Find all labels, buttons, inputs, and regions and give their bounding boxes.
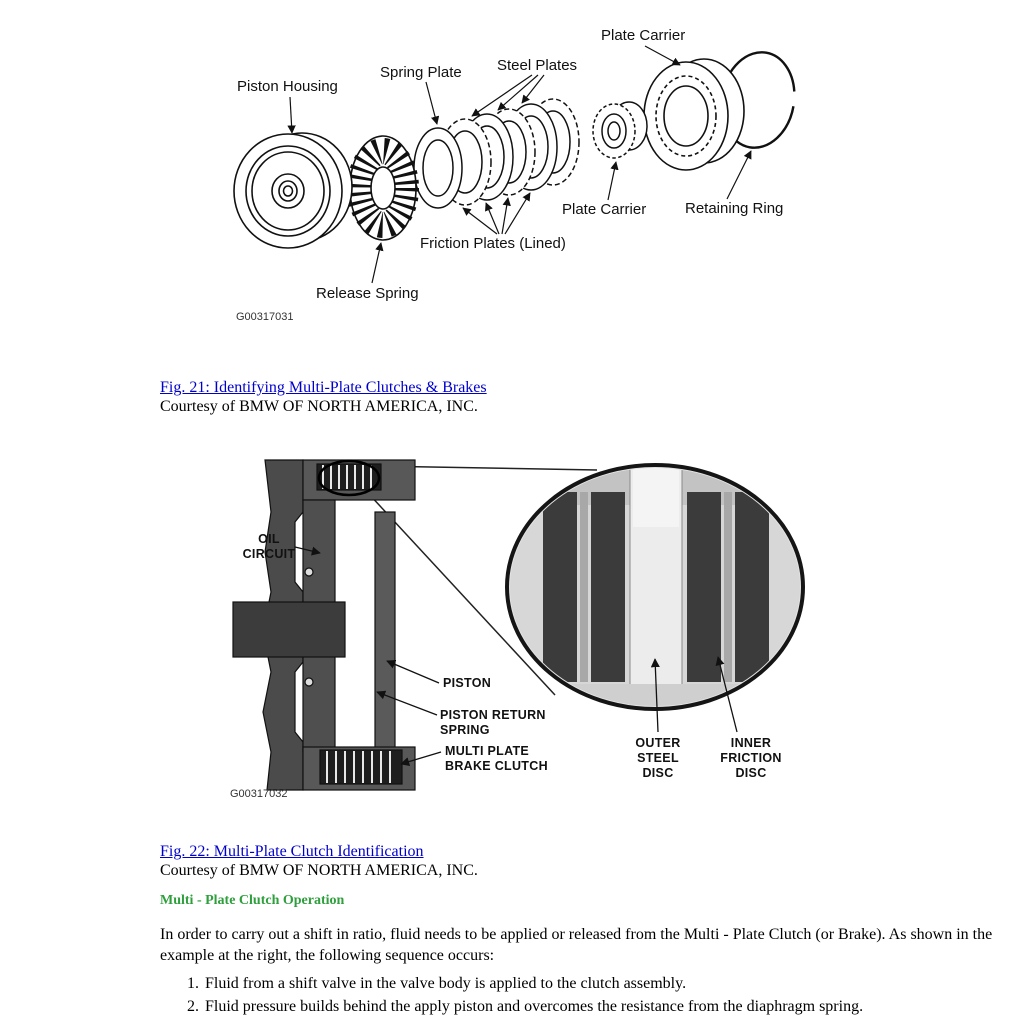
fig22-caption-link[interactable]: Fig. 22: Multi-Plate Clutch Identificati… [160,843,424,860]
label-multi-plate-brake-clutch: MULTI PLATE BRAKE CLUTCH [445,744,548,773]
label-retaining-ring: Retaining Ring [685,200,784,217]
sequence-step-2: Fluid pressure builds behind the apply p… [203,995,1020,1018]
exploded-clutch-illustration [233,45,796,284]
figure-21-image-id: G00317031 [236,311,294,323]
fig22-courtesy-text: Courtesy of BMW OF NORTH AMERICA, INC. [160,862,478,879]
sequence-step-1: Fluid from a shift valve in the valve bo… [203,972,1020,995]
label-plate-carrier-mid: Plate Carrier [562,201,647,218]
label-plate-carrier-top: Plate Carrier [601,27,686,44]
label-friction-plates: Friction Plates (Lined) [420,235,566,252]
clutch-cross-section [232,459,416,791]
plate-carrier-large-part [643,58,745,171]
label-release-spring: Release Spring [316,285,419,302]
section-heading: Multi - Plate Clutch Operation [160,893,345,908]
top-clutch-pack [316,463,382,491]
zoom-source-ellipse [317,459,381,497]
figure-22-caption: Fig. 22: Multi-Plate Clutch Identificati… [160,842,478,880]
figure-22-image-id: G00317032 [230,788,288,800]
sequence-list: Fluid from a shift valve in the valve bo… [160,972,1020,1018]
label-piston-housing: Piston Housing [237,78,338,95]
label-steel-plates: Steel Plates [497,57,578,74]
label-spring-plate: Spring Plate [380,64,462,81]
label-inner-friction-disc: INNER FRICTION DISC [720,736,782,780]
release-spring-part [347,135,419,241]
figure-22-clutch-cross-section-diagram: OIL CIRCUIT PISTON PISTON RETURN SPRING … [225,452,825,804]
label-piston: PISTON [443,676,492,690]
body-paragraph: In order to carry out a shift in ratio, … [160,926,993,964]
magnified-disc-view [505,463,805,711]
fig21-courtesy-text: Courtesy of BMW OF NORTH AMERICA, INC. [160,398,478,415]
piston-housing-part [233,132,353,249]
label-oil-circuit: OIL CIRCUIT [242,532,296,561]
clutch-cross-section-illustration [232,459,805,791]
label-outer-steel-disc: OUTER STEEL DISC [635,736,681,780]
fig21-caption-link[interactable]: Fig. 21: Identifying Multi-Plate Clutche… [160,379,487,396]
figure-21-caption: Fig. 21: Identifying Multi-Plate Clutche… [160,378,487,416]
fig22-leader-lines [294,546,738,767]
spring-plate-part [413,127,463,209]
label-piston-return-spring: PISTON RETURN SPRING [440,708,546,737]
bottom-clutch-pack [319,749,403,785]
figure-21-exploded-clutch-diagram: Piston Housing Spring Plate Steel Plates… [180,15,840,335]
fig21-leader-lines [287,45,752,284]
plate-carrier-hub-part [592,101,648,159]
